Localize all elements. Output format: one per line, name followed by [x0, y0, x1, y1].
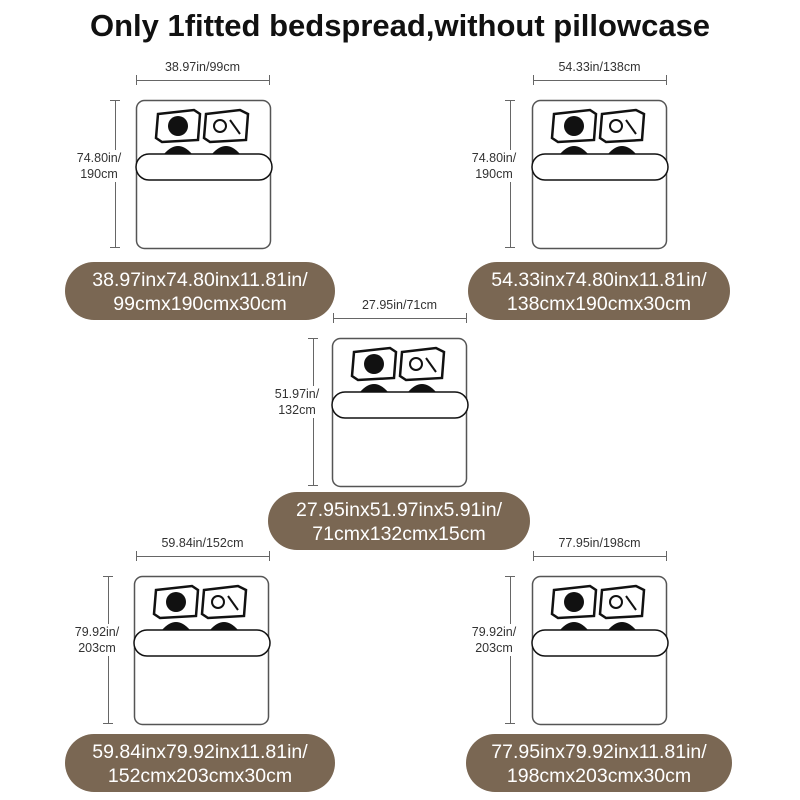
bed-illustration	[531, 575, 669, 726]
blanket-fold	[331, 391, 469, 419]
pillow-left-icon	[154, 108, 202, 144]
pillow-right-icon	[598, 108, 646, 144]
width-tick-left	[533, 75, 534, 85]
height-tick-top	[103, 576, 113, 577]
height-label: 79.92in/ 203cm	[66, 624, 128, 656]
height-label-line1: 79.92in/	[471, 625, 517, 639]
width-tick-left	[136, 75, 137, 85]
height-label-line1: 79.92in/	[74, 625, 120, 639]
height-tick-top	[505, 576, 515, 577]
height-tick-top	[110, 100, 120, 101]
height-tick-bottom	[505, 247, 515, 248]
spec-line1: 54.33inx74.80inx11.81in/	[491, 269, 707, 291]
height-tick-top	[505, 100, 515, 101]
blanket-fold	[135, 153, 273, 181]
spec-badge: 38.97inx74.80inx11.81in/ 99cmx190cmx30cm	[65, 262, 335, 320]
pillow-left-icon	[152, 584, 200, 620]
width-dimension-line	[333, 318, 467, 319]
blanket-fold	[133, 629, 271, 657]
page-title: Only 1fitted bedspread,without pillowcas…	[89, 8, 711, 43]
width-label: 77.95in/198cm	[558, 536, 641, 550]
height-label: 74.80in/ 190cm	[463, 150, 525, 182]
height-label: 79.92in/ 203cm	[463, 624, 525, 656]
height-label-line1: 74.80in/	[471, 151, 517, 165]
pillow-right-icon	[200, 584, 248, 620]
width-tick-right	[269, 75, 270, 85]
bed-illustration	[531, 99, 669, 250]
pillow-right-icon	[202, 108, 250, 144]
spec-line1: 27.95inx51.97inx5.91in/	[296, 499, 502, 521]
width-tick-right	[666, 551, 667, 561]
bed-illustration	[331, 337, 469, 488]
pillow-left-icon	[550, 108, 598, 144]
pillow-left-icon	[350, 346, 398, 382]
spec-line1: 38.97inx74.80inx11.81in/	[92, 269, 308, 291]
width-dimension-line	[136, 80, 270, 81]
height-label: 74.80in/ 190cm	[68, 150, 130, 182]
spec-badge: 27.95inx51.97inx5.91in/ 71cmx132cmx15cm	[268, 492, 530, 550]
height-label-line2: 203cm	[78, 641, 116, 655]
spec-badge: 54.33inx74.80inx11.81in/ 138cmx190cmx30c…	[468, 262, 730, 320]
width-tick-right	[269, 551, 270, 561]
spec-line2: 138cmx190cmx30cm	[506, 293, 692, 315]
height-label-line2: 132cm	[278, 403, 316, 417]
height-tick-bottom	[103, 723, 113, 724]
blanket-fold	[531, 629, 669, 657]
width-dimension-line	[533, 80, 667, 81]
height-tick-bottom	[505, 723, 515, 724]
spec-badge: 77.95inx79.92inx11.81in/ 198cmx203cmx30c…	[466, 734, 732, 792]
width-tick-left	[533, 551, 534, 561]
spec-line2: 99cmx190cmx30cm	[113, 293, 287, 315]
spec-line2: 71cmx132cmx15cm	[312, 523, 486, 545]
spec-line1: 77.95inx79.92inx11.81in/	[491, 741, 707, 763]
width-tick-left	[136, 551, 137, 561]
height-label-line2: 190cm	[475, 167, 513, 181]
spec-badge: 59.84inx79.92inx11.81in/ 152cmx203cmx30c…	[65, 734, 335, 792]
bed-illustration	[133, 575, 271, 726]
height-label: 51.97in/ 132cm	[266, 386, 328, 418]
width-tick-left	[333, 313, 334, 323]
height-tick-bottom	[110, 247, 120, 248]
pillow-left-icon	[550, 584, 598, 620]
height-label-line2: 190cm	[80, 167, 118, 181]
height-label-line1: 51.97in/	[274, 387, 320, 401]
spec-line2: 152cmx203cmx30cm	[107, 765, 293, 787]
height-label-line1: 74.80in/	[76, 151, 122, 165]
height-label-line2: 203cm	[475, 641, 513, 655]
pillow-right-icon	[598, 584, 646, 620]
width-label: 27.95in/71cm	[361, 298, 438, 312]
width-label: 54.33in/138cm	[558, 60, 641, 74]
height-tick-bottom	[308, 485, 318, 486]
width-dimension-line	[533, 556, 667, 557]
height-tick-top	[308, 338, 318, 339]
pillow-right-icon	[398, 346, 446, 382]
spec-line1: 59.84inx79.92inx11.81in/	[92, 741, 308, 763]
spec-line2: 198cmx203cmx30cm	[506, 765, 692, 787]
width-label: 38.97in/99cm	[164, 60, 241, 74]
width-tick-right	[466, 313, 467, 323]
bed-illustration	[135, 99, 273, 250]
width-tick-right	[666, 75, 667, 85]
blanket-fold	[531, 153, 669, 181]
width-label: 59.84in/152cm	[161, 536, 244, 550]
width-dimension-line	[136, 556, 270, 557]
